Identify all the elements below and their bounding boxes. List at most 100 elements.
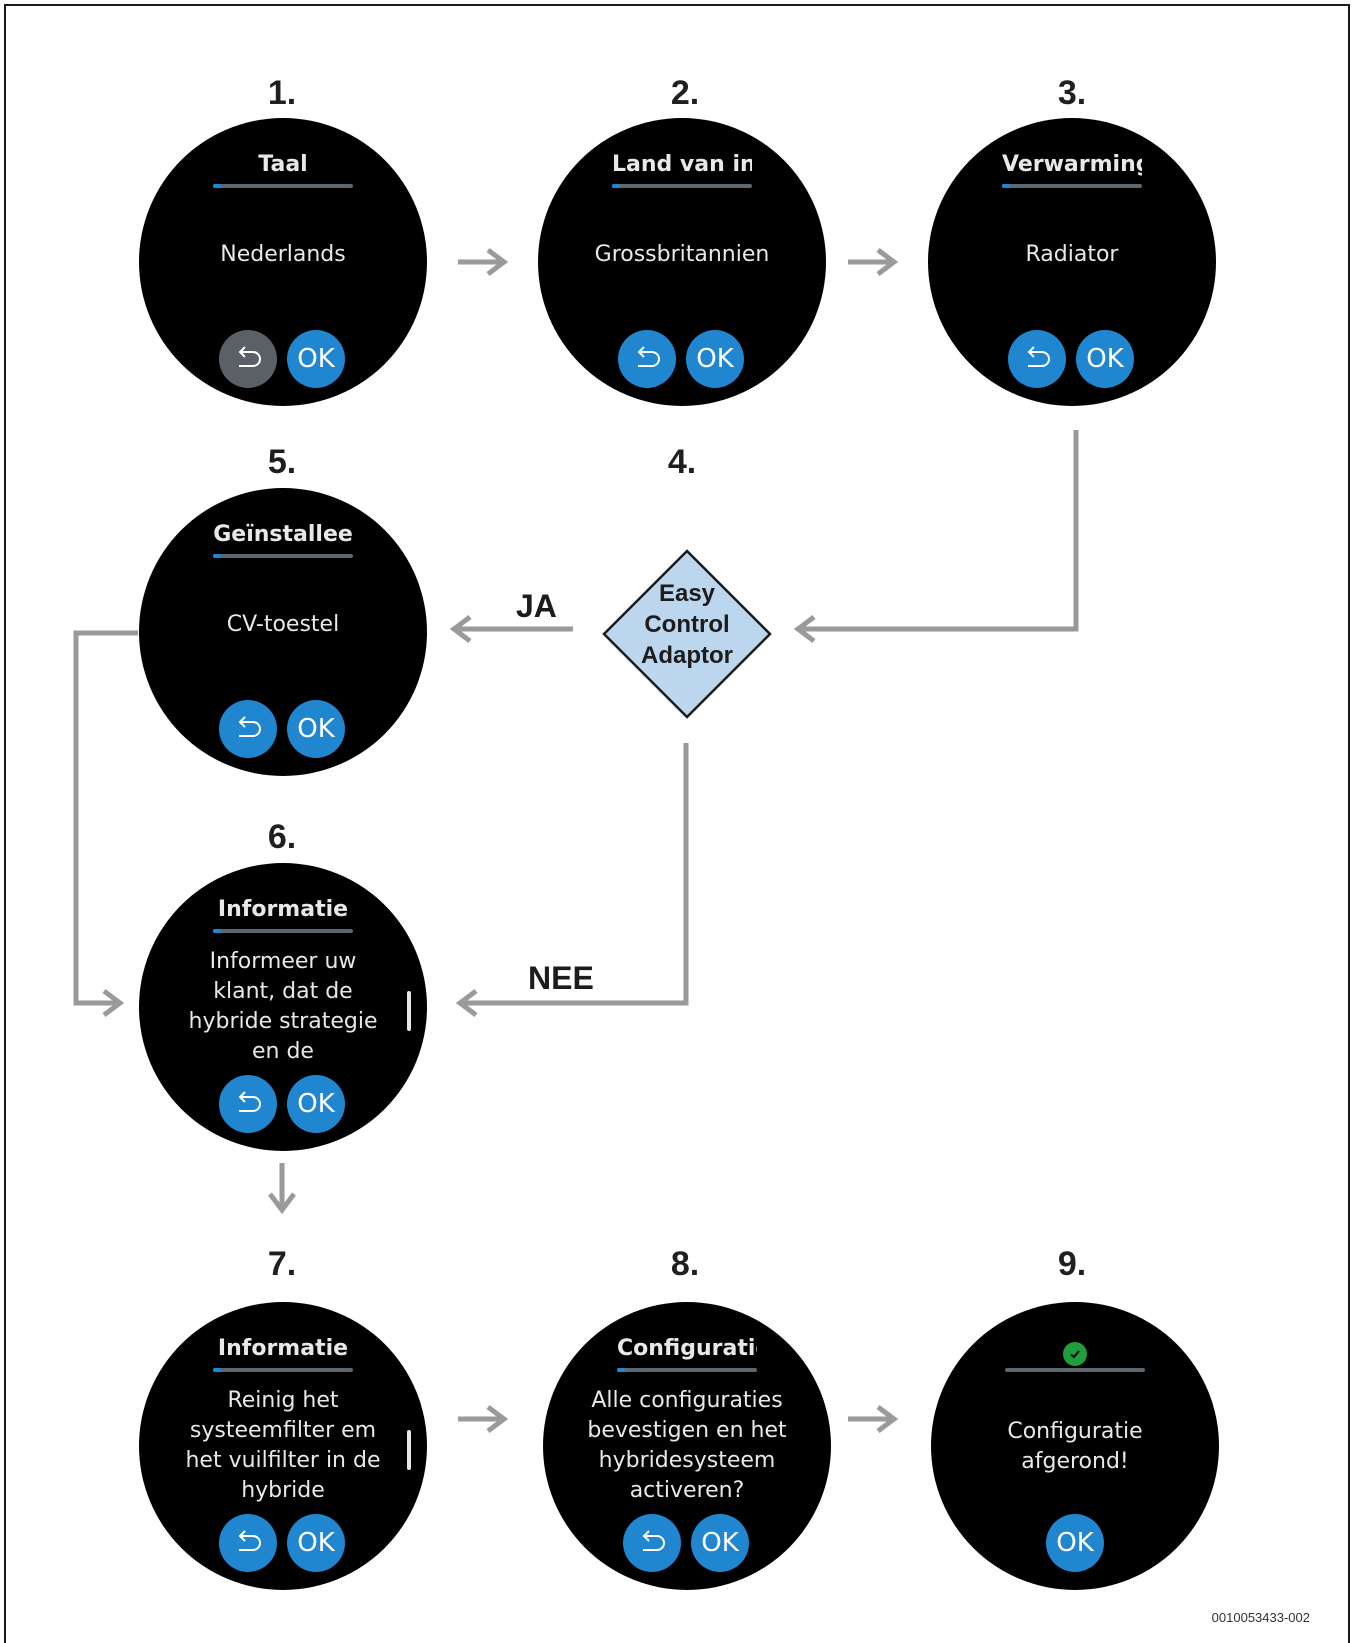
page-frame [4, 4, 1350, 1643]
scrollbar[interactable] [407, 991, 411, 1031]
screen-completed: Configuratie afgerond! OK [931, 1302, 1219, 1590]
back-arrow-icon [233, 1530, 263, 1556]
body-line: bevestigen en het [587, 1418, 787, 1443]
back-button[interactable] [1008, 330, 1066, 388]
ok-button[interactable]: OK [287, 1514, 345, 1572]
step-number-7: 7. [267, 1245, 297, 1283]
step-number-8: 8. [670, 1245, 700, 1283]
decision-line: Control [644, 611, 730, 638]
arrow-1-to-2 [458, 248, 509, 276]
progress-fill [213, 554, 222, 558]
body-line: hybride strategie [188, 1009, 378, 1034]
screen-title: Land van in [612, 152, 752, 177]
ok-button[interactable]: OK [686, 330, 744, 388]
progress-bar [213, 184, 353, 188]
ok-button[interactable]: OK [1046, 1514, 1104, 1572]
ok-button[interactable]: OK [1076, 330, 1134, 388]
step-number-1: 1. [267, 74, 297, 112]
screen-title: Configuratie [617, 1336, 757, 1361]
progress-bar [1005, 1368, 1145, 1372]
progress-bar [617, 1368, 757, 1372]
body-line: en de [252, 1039, 314, 1064]
back-arrow-icon [233, 716, 263, 742]
body-line: Radiator [1025, 242, 1119, 267]
screen-heating: Verwarming Radiator OK [928, 118, 1216, 406]
screen-value: CV-toestel [169, 610, 397, 640]
screen-information-filter: Informatie Reinig het systeemfilter em h… [139, 1302, 427, 1590]
arrow-2-to-3 [848, 248, 899, 276]
back-arrow-icon [233, 346, 263, 372]
screen-message: Alle configuraties bevestigen en het hyb… [573, 1386, 801, 1506]
yes-label: JA [516, 588, 557, 624]
progress-fill [213, 929, 222, 933]
body-line: Nederlands [220, 242, 346, 267]
body-line: Configuratie [1007, 1419, 1143, 1444]
document-id: 0010053433-002 [1211, 1610, 1310, 1625]
body-line: Reinig het [227, 1388, 339, 1413]
progress-fill [617, 1368, 626, 1372]
progress-bar [213, 1368, 353, 1372]
body-line: het vuilfilter in de [185, 1448, 381, 1473]
body-line: hybridesysteem [598, 1448, 776, 1473]
arrow-8-to-9 [848, 1405, 899, 1433]
step-number-2: 2. [670, 74, 700, 112]
progress-bar [213, 554, 353, 558]
screen-configuration: Configuratie Alle configuraties bevestig… [543, 1302, 831, 1590]
progress-bar [1002, 184, 1142, 188]
screen-installed: Geïnstallee CV-toestel OK [139, 488, 427, 776]
decision-line: Easy [658, 580, 716, 607]
back-button[interactable] [618, 330, 676, 388]
body-line: hybride [241, 1478, 325, 1503]
back-button[interactable] [219, 1075, 277, 1133]
screen-value: Radiator [958, 240, 1186, 270]
back-button[interactable] [219, 330, 277, 388]
screen-title: Verwarming [1002, 152, 1142, 177]
screen-message: Reinig het systeemfilter em het vuilfilt… [169, 1386, 397, 1506]
body-line: CV-toestel [226, 612, 340, 637]
decision-label: Easy Control Adaptor [601, 578, 773, 671]
progress-fill [612, 184, 621, 188]
back-button[interactable] [219, 700, 277, 758]
no-label: NEE [528, 960, 594, 996]
step-number-3: 3. [1057, 74, 1087, 112]
progress-fill [213, 1368, 222, 1372]
screen-title: Informatie [217, 1336, 349, 1361]
step-number-4: 4. [667, 443, 697, 481]
screen-message: Configuratie afgerond! [961, 1417, 1189, 1477]
arrow-5-to-6 [73, 630, 138, 1017]
arrow-3-to-4 [793, 430, 1079, 643]
body-line: systeemfilter em [189, 1418, 377, 1443]
ok-button[interactable]: OK [287, 1075, 345, 1133]
back-button[interactable] [623, 1514, 681, 1572]
back-button[interactable] [219, 1514, 277, 1572]
progress-fill [1002, 184, 1011, 188]
arrow-4-to-5 [449, 615, 573, 643]
body-line: klant, dat de [213, 979, 353, 1004]
ok-button[interactable]: OK [287, 700, 345, 758]
back-arrow-icon [233, 1091, 263, 1117]
progress-bar [213, 929, 353, 933]
progress-bar [612, 184, 752, 188]
back-arrow-icon [637, 1530, 667, 1556]
screen-title: Geïnstallee [213, 522, 353, 547]
screen-country: Land van in Grossbritannien OK [538, 118, 826, 406]
ok-button[interactable]: OK [287, 330, 345, 388]
step-number-6: 6. [267, 818, 297, 856]
screen-message: Informeer uw klant, dat de hybride strat… [169, 947, 397, 1067]
body-line: Grossbritannien [594, 242, 770, 267]
arrow-6-to-7 [268, 1163, 296, 1215]
back-arrow-icon [1022, 346, 1052, 372]
screen-value: Grossbritannien [568, 240, 796, 270]
body-line: Informeer uw [209, 949, 357, 974]
body-line: afgerond! [1021, 1449, 1129, 1474]
screen-language: Taal Nederlands OK [139, 118, 427, 406]
decision-diamond [602, 549, 772, 719]
ok-button[interactable]: OK [691, 1514, 749, 1572]
screen-value: Nederlands [169, 240, 397, 270]
arrow-4-to-6 [455, 743, 689, 1017]
screen-title: Taal [258, 152, 308, 177]
screen-information-strategy: Informatie Informeer uw klant, dat de hy… [139, 863, 427, 1151]
scrollbar[interactable] [407, 1430, 411, 1470]
arrow-7-to-8 [458, 1405, 509, 1433]
